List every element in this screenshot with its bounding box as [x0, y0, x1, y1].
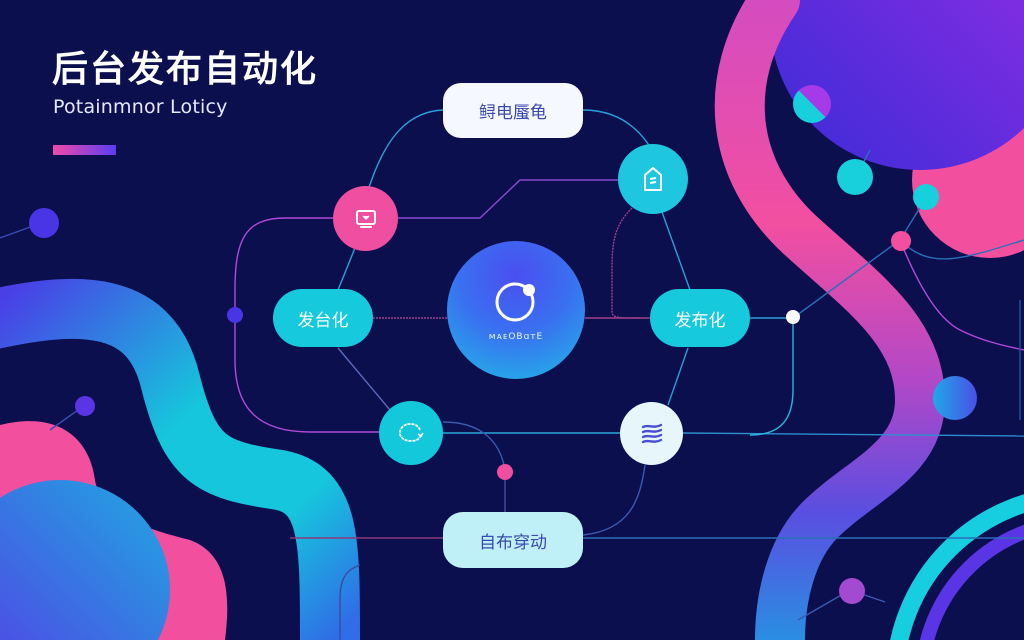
hub-label: ᴍᴀᴇOBɑᴛE [488, 332, 544, 342]
bottom-box[interactable]: 自布穿动 [443, 512, 583, 568]
monitor-icon [355, 209, 376, 228]
central-hub[interactable]: ᴍᴀᴇOBɑᴛE [447, 241, 585, 379]
left-pill[interactable]: 发台化 [273, 289, 373, 347]
left-pill-label: 发台化 [297, 310, 349, 331]
page-subtitle: Potainmnor Loticy [53, 96, 228, 118]
top-box-label: 鲟电蜃龟 [479, 103, 547, 123]
right-pill[interactable]: 发布化 [650, 289, 750, 347]
tag-node[interactable] [618, 144, 688, 214]
page-title: 后台发布自动化 [52, 49, 319, 90]
top-box[interactable]: 鲟电蜃龟 [443, 83, 583, 138]
accent-bar [53, 145, 116, 155]
waves-icon [641, 423, 662, 443]
refresh-icon [399, 423, 424, 442]
refresh-node[interactable] [379, 401, 443, 465]
right-pill-label: 发布化 [674, 310, 726, 331]
monitor-node[interactable] [333, 186, 398, 251]
tag-icon [644, 167, 662, 191]
waves-node[interactable] [620, 402, 683, 465]
bottom-box-label: 自布穿动 [479, 532, 547, 553]
orbit-ring-icon [495, 282, 535, 322]
